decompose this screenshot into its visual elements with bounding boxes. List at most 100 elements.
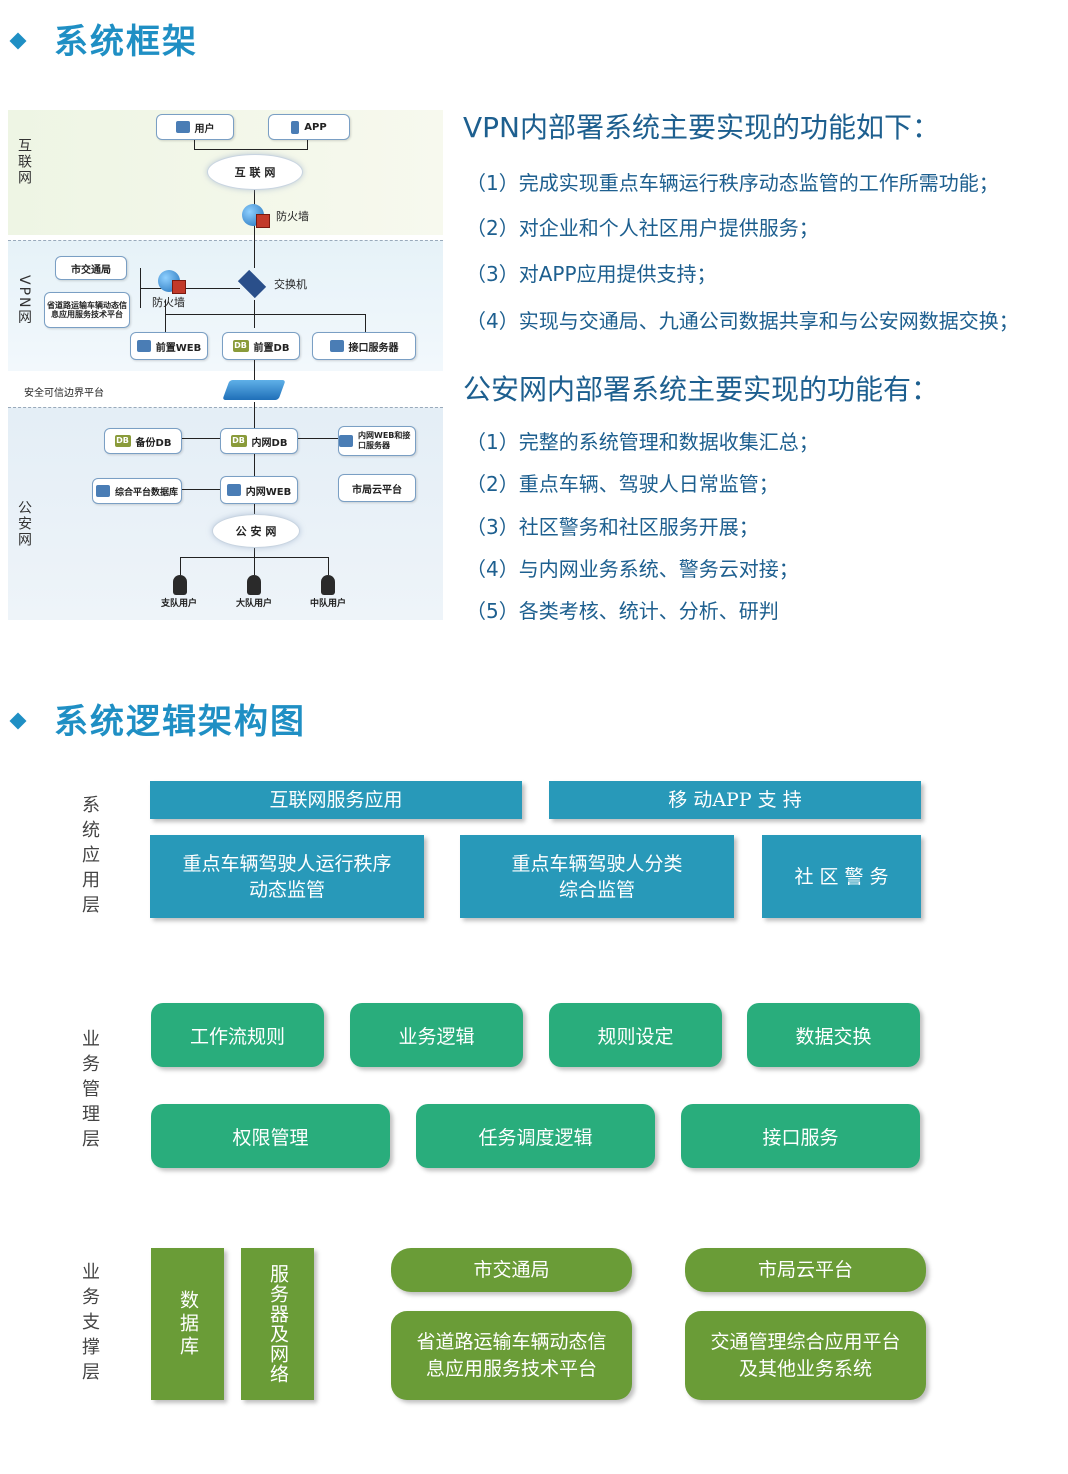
boundary-label: 安全可信边界平台: [24, 388, 104, 399]
vpn-function-item: （1）完成实现重点车辆运行秩序动态监管的工作所需功能；: [466, 171, 999, 195]
connector-line: [180, 557, 181, 575]
integrated-db-node: 综合平台数据库: [92, 478, 182, 504]
layer-label-app: 系统应用层: [82, 795, 100, 916]
police-function-item: （1）完整的系统管理和数据收集汇总；: [466, 430, 819, 454]
database-icon: DB: [114, 435, 131, 447]
user-zhidui-label: 支队用户: [161, 599, 198, 609]
intranet-db-node: DB 内网DB: [220, 428, 298, 454]
connector-line: [307, 139, 308, 149]
city-cloud-box: 市局云平台: [685, 1248, 926, 1292]
connector-line: [254, 545, 255, 557]
front-db-node: DB 前置DB: [222, 332, 300, 360]
box-line: 动态监管: [248, 878, 325, 901]
interface-service-box: 接口服务: [681, 1104, 920, 1168]
intranet-web-node: 内网WEB: [220, 476, 298, 504]
node-label: 接口服务器: [348, 342, 399, 354]
database-icon: DB: [230, 435, 247, 447]
node-label: 前置DB: [253, 342, 290, 354]
police-function-item: （4）与内网业务系统、警务云对接；: [466, 557, 799, 581]
key-vehicle-box: 重点车辆驾驶人运行秩序 动态监管: [150, 835, 424, 918]
node-label: APP: [304, 121, 327, 133]
user-zhidui-icon: [173, 575, 187, 595]
section-title-text: 系统逻辑架构图: [54, 702, 306, 742]
internet-service-box: 互联网服务应用: [150, 781, 522, 819]
scheduling-box: 任务调度逻辑: [416, 1104, 655, 1168]
database-icon: DB: [232, 340, 249, 352]
intranet-web-interface-node: 内网WEB和接口服务器: [338, 426, 416, 456]
zone-label-vpn: VPN网: [16, 275, 32, 326]
boundary-switch-icon: [222, 380, 286, 400]
server-network-box: 服务器及网络: [241, 1248, 314, 1400]
layer-label-support: 业务支撑层: [82, 1262, 100, 1383]
city-transport-box: 市交通局: [391, 1248, 632, 1292]
server-icon: [95, 485, 110, 497]
data-exchange-box: 数据交换: [747, 1003, 920, 1067]
users-icon: [175, 121, 190, 133]
connector-line: [365, 314, 366, 332]
connector-line: [254, 452, 255, 476]
vpn-function-item: （3）对APP应用提供支持；: [466, 262, 717, 286]
diamond-bullet-icon: [9, 712, 27, 729]
classify-box: 重点车辆驾驶人分类 综合监管: [460, 835, 734, 918]
firewall-icon: [242, 204, 270, 228]
node-label: 备份DB: [135, 437, 172, 449]
provincial-platform-box: 省道路运输车辆动态信 息应用服务技术平台: [391, 1311, 632, 1400]
vpn-function-item: （4）实现与交通局、九通公司数据共享和与公安网数据交换；: [466, 309, 1019, 333]
box-line: 重点车辆驾驶人运行秩序: [182, 852, 392, 875]
police-cloud: 公 安 网: [212, 514, 300, 548]
backup-db-node: DB 备份DB: [104, 428, 182, 454]
connector-line: [254, 402, 255, 428]
server-icon: [226, 484, 241, 496]
police-functions-title: 公安网内部署系统主要实现的功能有：: [463, 373, 940, 406]
database-box: 数据库: [151, 1248, 224, 1400]
box-line: 交通管理综合应用平台: [710, 1330, 901, 1353]
connector-line: [140, 288, 240, 289]
internet-cloud: 互 联 网: [207, 154, 303, 190]
connector-line: [180, 489, 220, 490]
connector-line: [254, 358, 255, 380]
connector-line: [194, 139, 195, 149]
server-icon: [339, 435, 353, 447]
police-function-item: （2）重点车辆、驾驶人日常监管；: [466, 472, 779, 496]
rule-setting-box: 规则设定: [549, 1003, 722, 1067]
interface-server-node: 接口服务器: [312, 332, 416, 360]
connector-line: [328, 557, 329, 575]
city-transport-node: 市交通局: [55, 256, 127, 280]
node-label: 用户: [194, 123, 215, 135]
box-line: 重点车辆驾驶人分类: [511, 852, 683, 875]
box-line: 综合监管: [558, 878, 635, 901]
node-label: 内网WEB和接口服务器: [358, 431, 411, 450]
node-label: 内网DB: [251, 437, 288, 449]
user-dadui-icon: [247, 575, 261, 595]
zone-label-internet: 互联网: [16, 138, 32, 186]
switch-label: 交换机: [274, 278, 307, 291]
user-dadui-label: 大队用户: [236, 599, 273, 609]
vpn-function-item: （2）对企业和个人社区用户提供服务；: [466, 216, 819, 240]
user-node: 用户: [156, 114, 234, 140]
box-line: 息应用服务技术平台: [425, 1357, 597, 1380]
connector-line: [165, 314, 365, 315]
zone-label-police: 公安网: [16, 500, 32, 548]
connector-line: [165, 300, 166, 314]
firewall-icon: [158, 270, 186, 294]
diamond-bullet-icon: [9, 32, 27, 49]
front-web-node: 前置WEB: [130, 332, 208, 360]
mobile-app-box: 移 动APP 支 持: [549, 781, 921, 819]
police-function-item: （5）各类考核、统计、分析、研判: [466, 599, 779, 623]
user-zhongdui-icon: [321, 575, 335, 595]
provincial-platform-node: 省道路运输车辆动态信息应用服务技术平台: [44, 292, 130, 328]
city-cloud-node: 市局云平台: [338, 474, 416, 502]
shield-icon: [329, 340, 344, 352]
traffic-mgmt-box: 交通管理综合应用平台 及其他业务系统: [685, 1311, 926, 1400]
firewall-label: 防火墙: [276, 210, 309, 223]
police-function-item: （3）社区警务和社区服务开展；: [466, 515, 759, 539]
app-node: APP: [268, 114, 350, 140]
vpn-functions-title: VPN内部署系统主要实现的功能如下：: [463, 111, 940, 144]
box-line: 省道路运输车辆动态信: [416, 1330, 607, 1353]
box-line: 及其他业务系统: [738, 1357, 872, 1380]
server-icon: [136, 340, 151, 352]
workflow-box: 工作流规则: [151, 1003, 324, 1067]
node-label: 前置WEB: [155, 342, 202, 354]
section-title-framework: 系统框架: [9, 14, 198, 63]
connector-line: [254, 188, 255, 268]
